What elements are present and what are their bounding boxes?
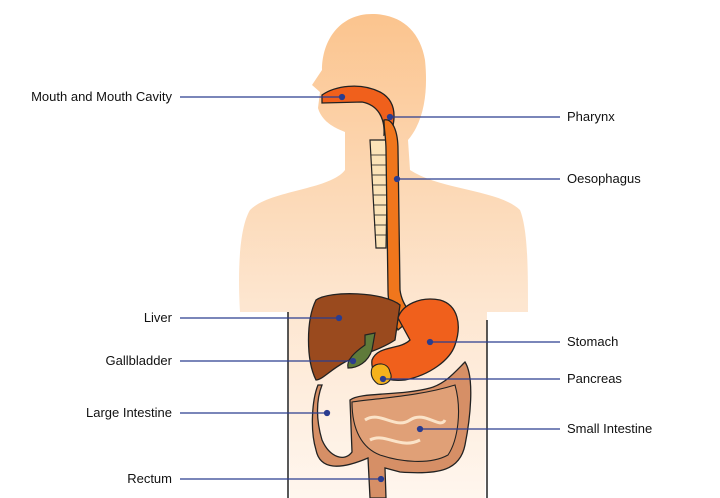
label-oesophagus: Oesophagus bbox=[567, 171, 641, 186]
label-large-intestine: Large Intestine bbox=[85, 405, 172, 420]
label-rectum: Rectum bbox=[127, 471, 172, 486]
label-liver: Liver bbox=[143, 310, 172, 325]
label-pancreas: Pancreas bbox=[567, 371, 622, 386]
label-gallbladder: Gallbladder bbox=[105, 353, 173, 368]
label-pharynx: Pharynx bbox=[567, 109, 615, 124]
label-small-intestine: Small Intestine bbox=[567, 421, 653, 436]
label-mouth: Mouth and Mouth Cavity bbox=[31, 89, 172, 104]
label-stomach: Stomach bbox=[567, 334, 619, 349]
liver bbox=[307, 293, 401, 381]
trachea bbox=[369, 139, 389, 249]
stomach bbox=[371, 298, 459, 381]
leader-lines bbox=[180, 93, 560, 483]
